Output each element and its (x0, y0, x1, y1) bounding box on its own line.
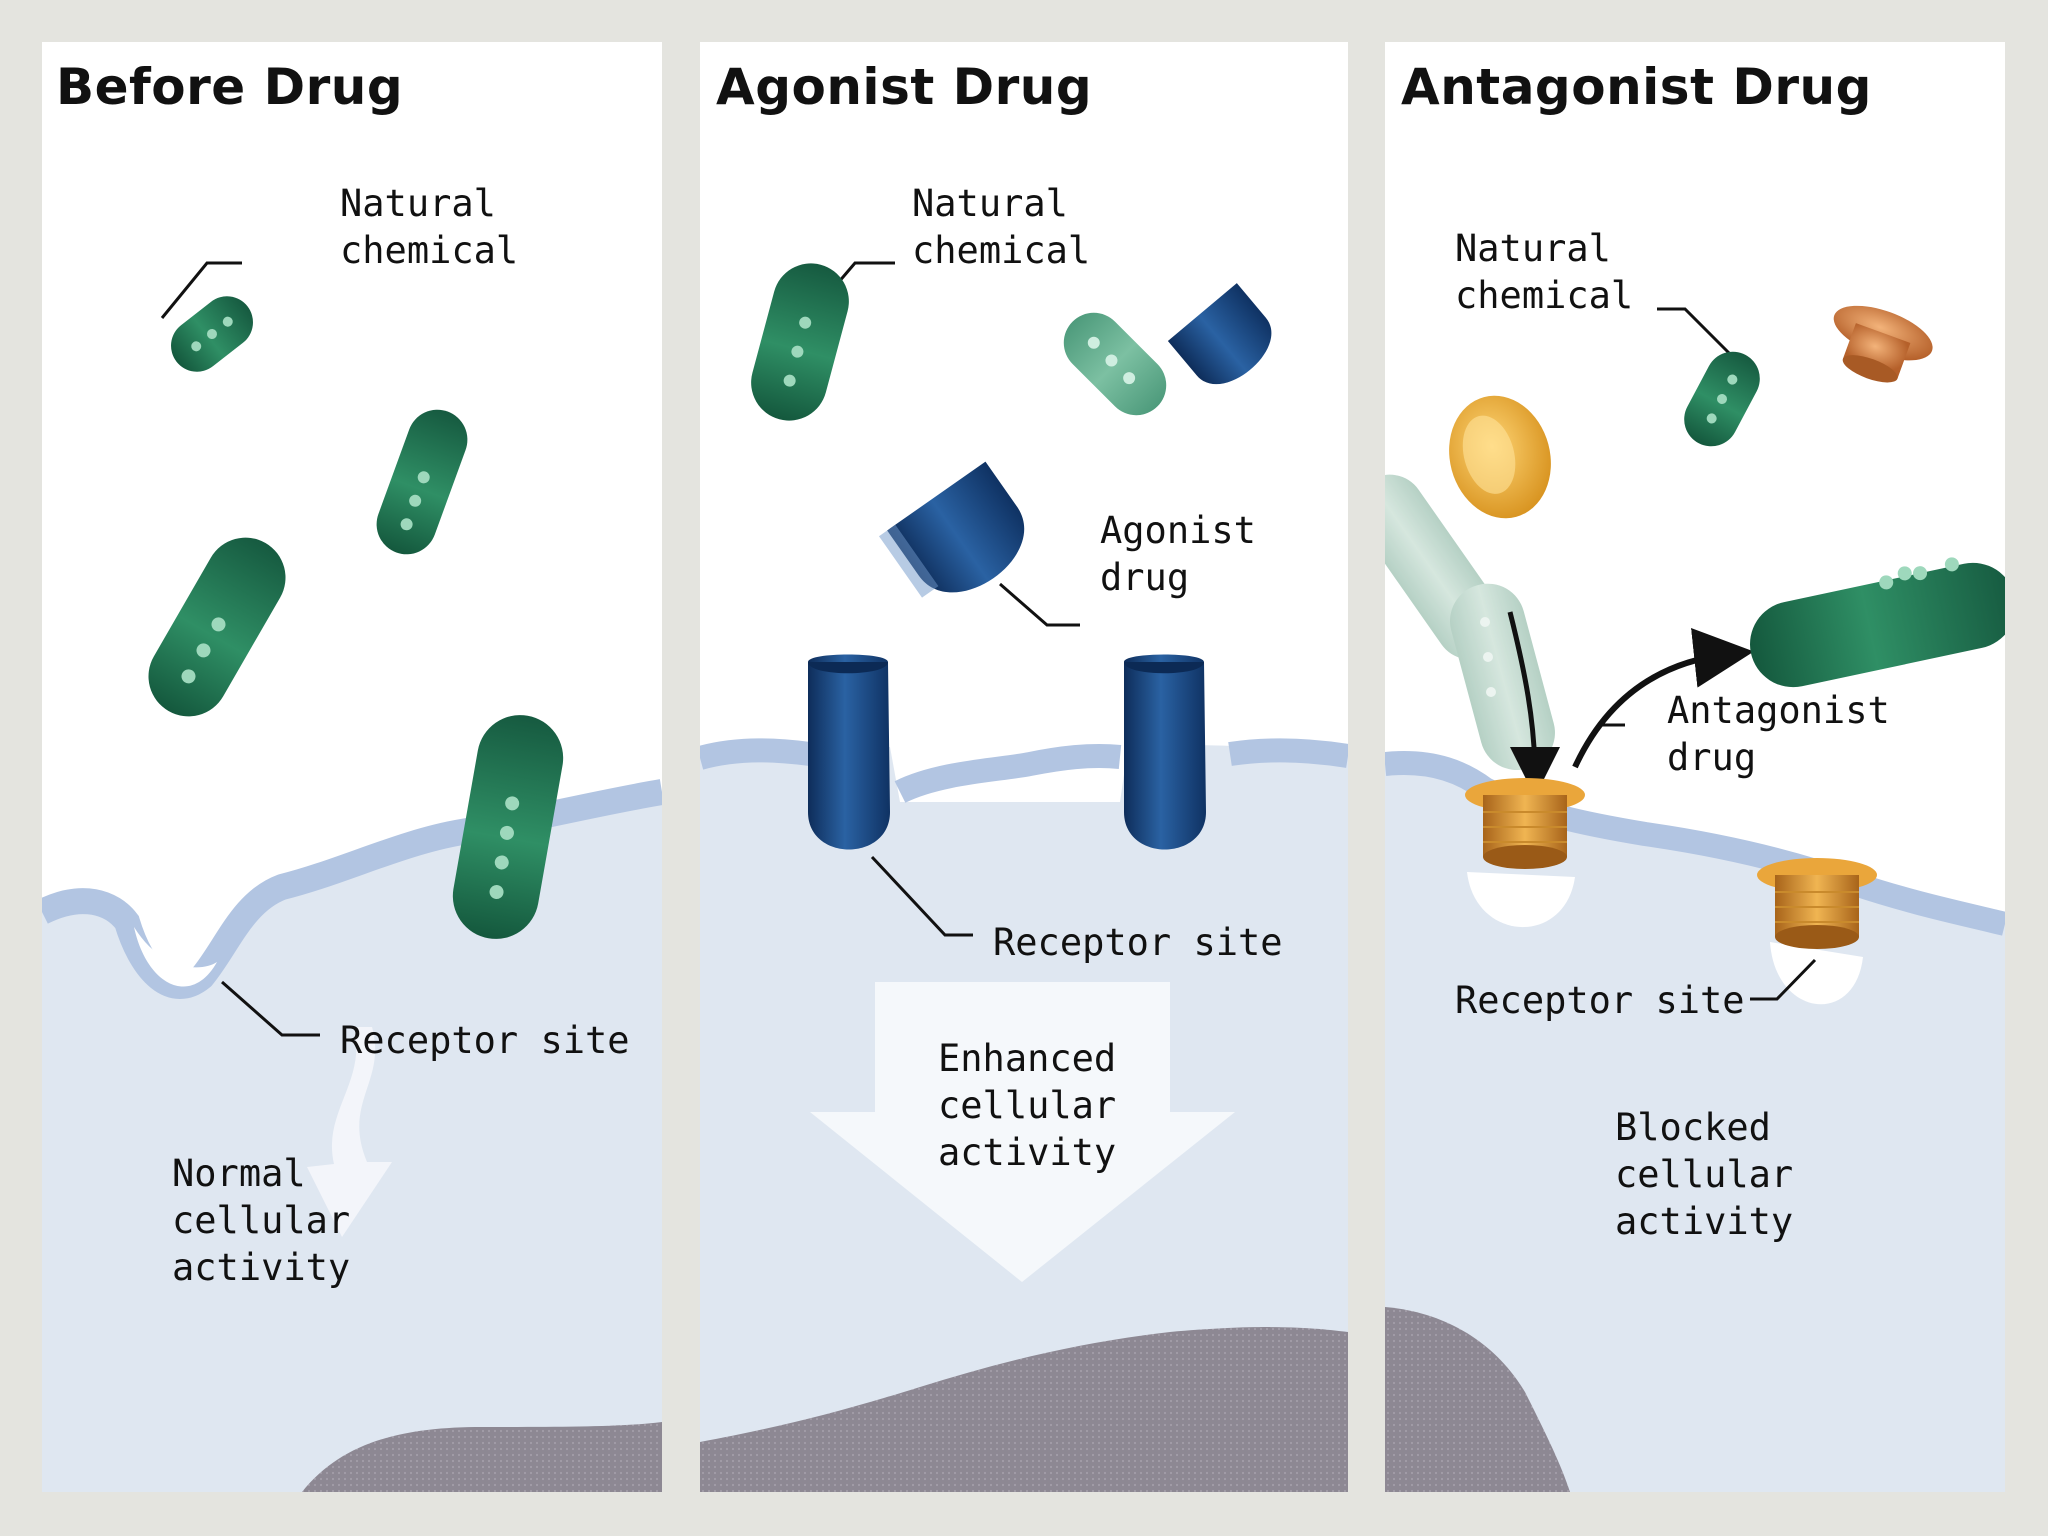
antagonist-drug-illustration (1385, 305, 2005, 1492)
label-natural-chemical: Natural chemical (340, 182, 519, 272)
antagonist-drug-bound-receptor (1757, 858, 1877, 949)
before-drug-illustration (42, 261, 662, 1492)
label-agonist-drug: Agonist drug (1100, 509, 1256, 599)
panel-title: Agonist Drug (716, 58, 1093, 116)
panel-antagonist-drug: Antagonist Drug Natural chemical Antagon… (1385, 42, 2005, 1492)
natural-chemical-molecule (148, 537, 286, 717)
label-activity: Enhanced cellular activity (938, 1037, 1117, 1174)
leader-receptor-site (1750, 958, 1817, 1001)
nucleus (1385, 1307, 1570, 1492)
label-receptor-site: Receptor site (993, 921, 1283, 964)
activity-arrow (810, 982, 1235, 1282)
antagonist-drug-bound-receptor (1465, 778, 1585, 869)
label-receptor-site: Receptor site (1455, 979, 1745, 1022)
receptor-site-pocket (134, 927, 217, 987)
antagonist-drug-molecule (1833, 305, 1933, 383)
agonist-drug-bound-receptor (808, 654, 890, 850)
leader-agonist-drug (999, 582, 1080, 627)
natural-chemical-molecule (1063, 312, 1167, 416)
agonist-drug-illustration (700, 261, 1348, 1492)
leader-antagonist-drug (1573, 723, 1625, 765)
label-activity: Blocked cellular activity (1615, 1106, 1794, 1243)
label-antagonist-drug: Antagonist drug (1667, 689, 1890, 779)
leader-natural-chemical (1657, 307, 1732, 356)
label-activity: Normal cellular activity (172, 1152, 351, 1289)
panel-agonist-drug: Agonist Drug Natural chemical Agonist dr… (700, 42, 1348, 1492)
panel-title: Antagonist Drug (1401, 58, 1872, 116)
receptor-site-pocket (1467, 872, 1575, 928)
agonist-drug-molecule (1167, 283, 1272, 385)
receptor-site-pocket (1770, 942, 1863, 1005)
label-natural-chemical: Natural chemical (1455, 227, 1634, 317)
antagonist-drug-molecule (1449, 395, 1551, 519)
leader-receptor-site (870, 855, 973, 937)
natural-chemical-molecule (171, 296, 253, 372)
approach-arrow (1507, 611, 1560, 797)
agonist-drug-molecule (878, 461, 1025, 598)
natural-chemical-molecule (452, 715, 564, 939)
cell-membrane (700, 738, 1348, 803)
natural-chemical-molecule (1750, 557, 2005, 688)
natural-chemical-motion-trail (1385, 474, 1555, 771)
agonist-drug-bound-receptor (1124, 654, 1206, 850)
natural-chemical-molecule (376, 409, 468, 555)
leader-natural-chemical (160, 261, 242, 319)
label-natural-chemical: Natural chemical (912, 182, 1091, 272)
cell-membrane (1385, 751, 2005, 936)
panel-title: Before Drug (56, 58, 404, 116)
natural-chemical-molecule (751, 263, 849, 421)
activity-arrow (307, 1027, 392, 1237)
leader-receptor-site (221, 980, 320, 1037)
nucleus (302, 1422, 662, 1492)
label-receptor-site: Receptor site (340, 1019, 630, 1062)
panel-before-drug: Before Drug Natural chemical Receptor si… (42, 42, 662, 1492)
nucleus (700, 1327, 1348, 1492)
natural-chemical-molecule (1684, 351, 1760, 447)
